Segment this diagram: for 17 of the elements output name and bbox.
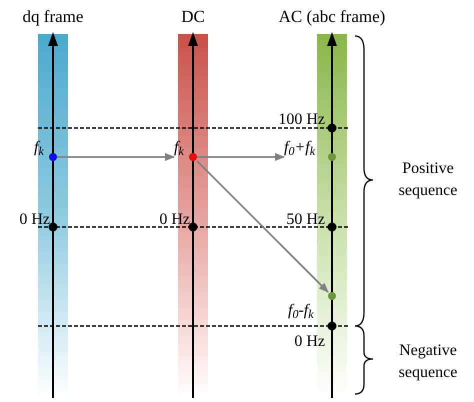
sequence-label: Positive sequence (398, 159, 458, 201)
frequency-label: 100 Hz (277, 110, 325, 130)
sequence-label: Negative sequence (398, 341, 458, 383)
frequency-label: f$_{0}$-f$_{k}$ (288, 302, 314, 320)
frequency-label: f$_{0}$+f$_{k}$ (284, 139, 316, 157)
column-heading: DC (180, 6, 206, 28)
frequency-label: 0 Hz (158, 210, 190, 230)
frequency-label: 50 Hz (285, 210, 325, 230)
frequency-label: 0 Hz (293, 332, 325, 352)
arrow (197, 153, 285, 161)
column-heading: AC (abc frame) (278, 6, 386, 28)
arrow (196, 160, 329, 293)
frequency-label: 0 Hz (18, 210, 50, 230)
column-heading: dq frame (22, 6, 84, 28)
frequency-label: f$_{k}$ (34, 139, 44, 157)
arrow (57, 153, 175, 161)
frequency-label: f$_{k}$ (174, 139, 184, 157)
